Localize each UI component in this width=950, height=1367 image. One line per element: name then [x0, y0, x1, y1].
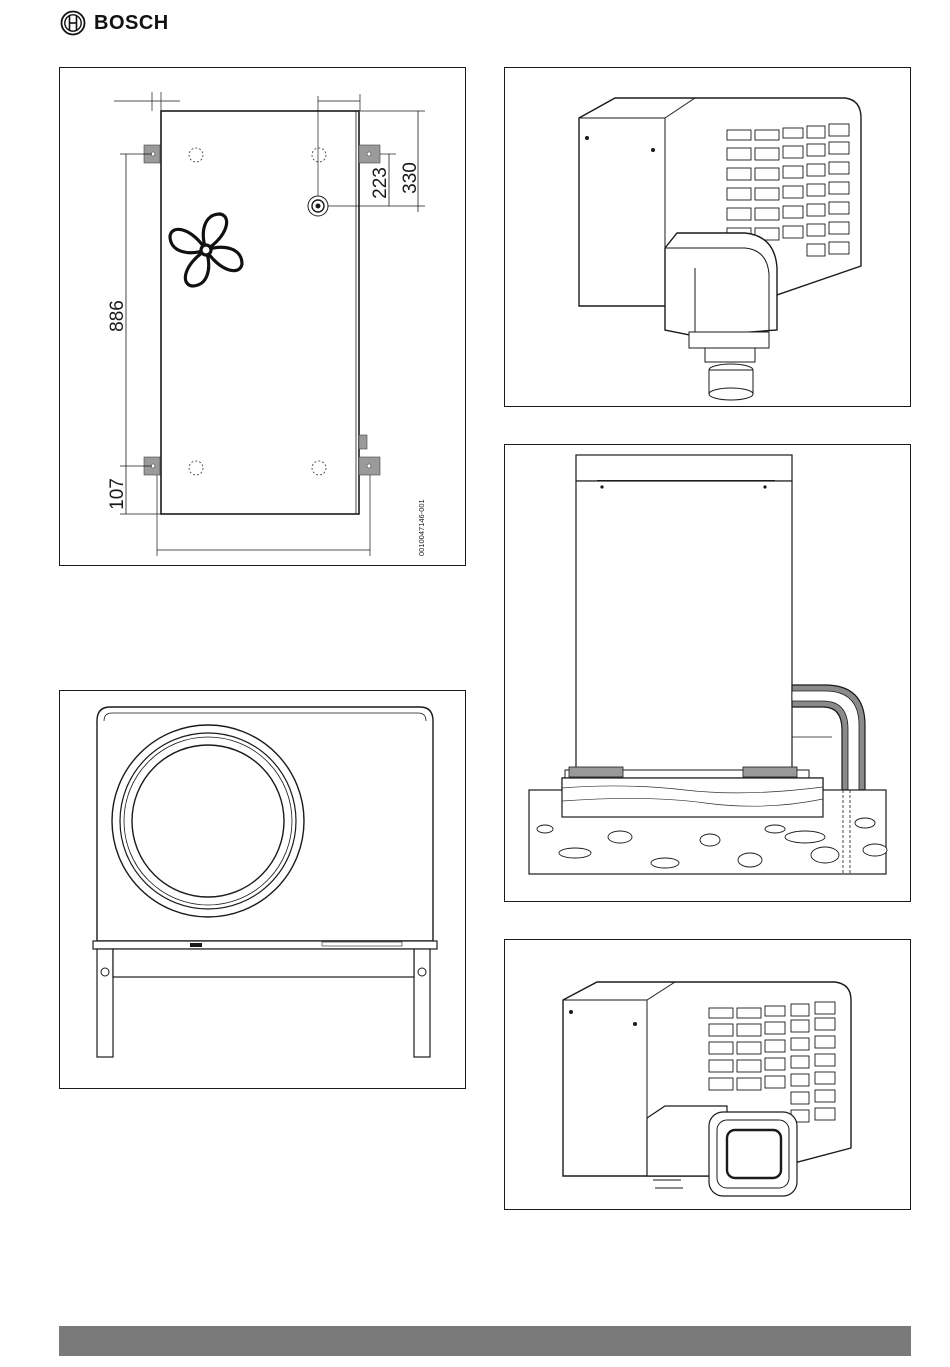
bosch-armature-icon	[60, 10, 86, 36]
foundation-section-svg	[505, 445, 911, 902]
dimension-drawing-svg: 330 223 886 107 0010047146-001	[60, 68, 466, 566]
front-view-svg	[60, 691, 466, 1089]
brand-name: BOSCH	[94, 12, 169, 35]
dim-107-label: 107	[107, 478, 128, 510]
figure-foundation-section	[504, 444, 911, 902]
dim-330-label: 330	[400, 162, 421, 194]
unit-elbow-svg	[505, 68, 911, 407]
drawing-code: 0010047146-001	[417, 499, 426, 556]
brand-logo: BOSCH	[60, 10, 169, 36]
figure-unit-elbow	[504, 67, 911, 407]
figure-front-view-stand	[59, 690, 466, 1089]
figure-dimension-drawing: 330 223 886 107 0010047146-001	[59, 67, 466, 566]
footer-bar	[59, 1326, 911, 1356]
dim-223-label: 223	[370, 167, 391, 199]
dim-886-label: 886	[107, 300, 128, 332]
figure-unit-side-outlet	[504, 939, 911, 1210]
unit-side-outlet-svg	[505, 940, 911, 1210]
